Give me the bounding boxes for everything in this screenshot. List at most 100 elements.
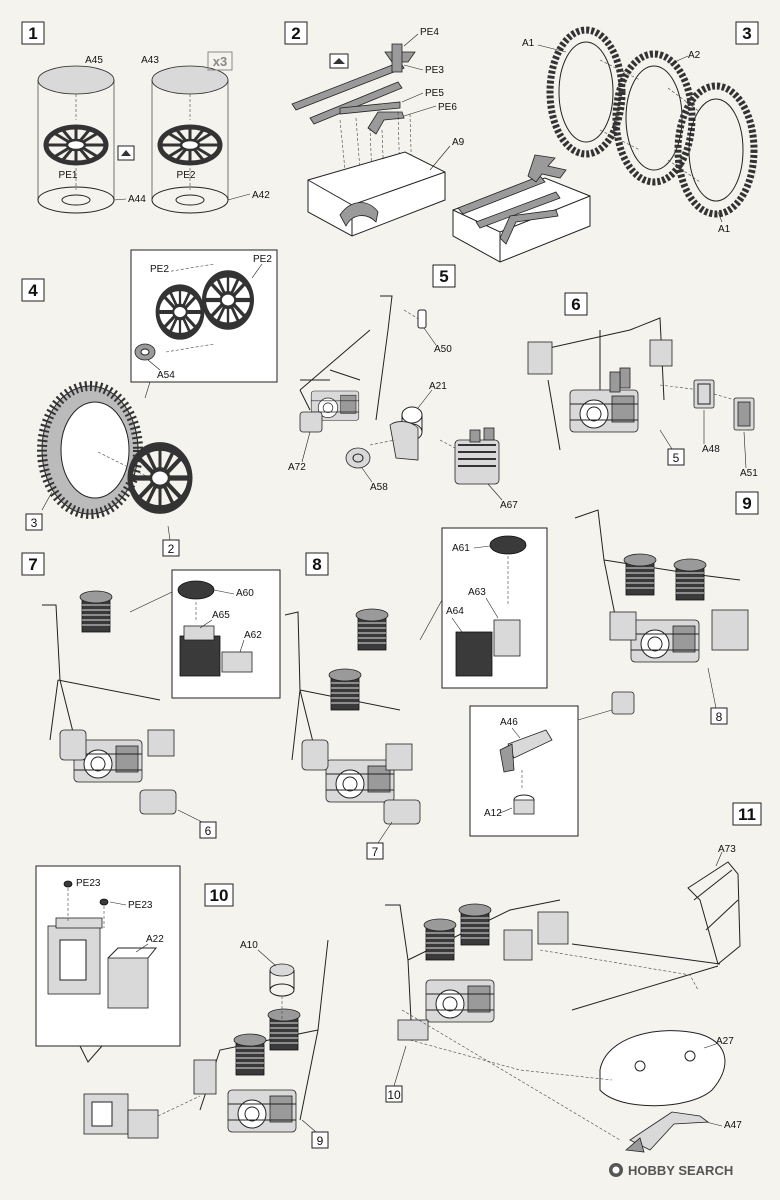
label-PE2-b: PE2 <box>253 254 272 265</box>
step-11-number: 11 <box>738 805 756 824</box>
label-A1-top: A1 <box>522 38 535 49</box>
primary-cover-A27 <box>599 1030 726 1107</box>
label-A63: A63 <box>468 587 486 598</box>
label-A22: A22 <box>146 934 164 945</box>
rear-frame-A73 <box>687 861 741 965</box>
label-A51: A51 <box>740 468 758 479</box>
label-PE4: PE4 <box>420 27 439 38</box>
label-A50: A50 <box>434 344 452 355</box>
label-PE6: PE6 <box>438 102 457 113</box>
step-6: 6 5 A48 A51 <box>527 292 758 479</box>
battery-box <box>47 917 103 995</box>
battery-detail-callout: PE23 PE23 A22 <box>35 865 181 1063</box>
step-3: 3 A1 A2 A1 <box>522 21 759 235</box>
label-A1-bottom: A1 <box>718 224 731 235</box>
wheel-jig-2 <box>151 65 229 214</box>
step-9: 9 8 A46 A12 <box>469 491 759 837</box>
tire-ring-A1-front <box>546 26 626 158</box>
part-A58 <box>345 447 371 469</box>
step-5: 5 A50 A21 A72 A58 A67 <box>288 264 518 511</box>
part-A62 <box>179 635 253 677</box>
cylinder-detail-callout: A60 A65 A62 <box>129 569 281 699</box>
label-A48: A48 <box>702 444 720 455</box>
step-7: 7 A60 A65 A62 6 <box>21 552 281 839</box>
step-5-number: 5 <box>439 267 448 286</box>
wheel-jig-1 <box>37 65 115 214</box>
label-A44: A44 <box>128 194 146 205</box>
label-A54: A54 <box>157 370 175 381</box>
part-A10 <box>269 963 295 997</box>
label-A43: A43 <box>141 55 159 66</box>
step-6-number: 6 <box>571 295 580 314</box>
label-A10: A10 <box>240 940 258 951</box>
step-3-number: 3 <box>742 24 751 43</box>
label-A72: A72 <box>288 462 306 473</box>
label-A2: A2 <box>688 50 701 61</box>
step-2-number: 2 <box>291 24 300 43</box>
tire-ring-A2 <box>612 50 696 186</box>
step-10: 10 PE23 PE23 A22 <box>35 865 329 1149</box>
part-A64 <box>455 631 493 677</box>
label-A61: A61 <box>452 543 470 554</box>
label-A45: A45 <box>85 55 103 66</box>
part-A61 <box>489 535 527 555</box>
label-PE23-b: PE23 <box>128 900 153 911</box>
quantity-badge: x3 <box>207 51 233 71</box>
footrest-A47 <box>625 1111 710 1153</box>
step-4-number: 4 <box>28 281 38 300</box>
frame-engine-assembly <box>527 317 673 451</box>
step-4: 4 PE2 PE2 A54 3 2 <box>21 249 278 557</box>
step-10-number: 10 <box>210 886 229 905</box>
wheel-detail-callout: PE2 PE2 A54 <box>130 249 278 383</box>
tire-assembly <box>37 381 190 519</box>
frame-engine-assembly <box>385 899 569 1041</box>
label-A21: A21 <box>429 381 447 392</box>
arrow-up-icon <box>117 145 135 161</box>
part-A12 <box>513 794 535 815</box>
ref-step-6: 6 <box>205 824 212 838</box>
ref-step-10: 10 <box>387 1088 401 1102</box>
frame-and-crankcase <box>299 295 393 433</box>
ref-step-3: 3 <box>31 516 38 530</box>
step-2: 2 PE4 PE3 PE5 PE6 A9 <box>284 21 591 263</box>
quantity-label: x3 <box>213 54 227 69</box>
frame-engine-assembly <box>284 608 421 825</box>
label-PE3: PE3 <box>425 65 444 76</box>
label-A27: A27 <box>716 1036 734 1047</box>
jig-block-A9 <box>307 151 446 237</box>
label-A73: A73 <box>718 844 736 855</box>
cylinder-detail-callout: A61 A63 A64 <box>419 527 548 689</box>
step-9-number: 9 <box>742 494 751 513</box>
label-A64: A64 <box>446 606 464 617</box>
ref-step-7: 7 <box>372 845 379 859</box>
step-1-number: 1 <box>28 24 37 43</box>
step-11: 11 A73 A27 A47 1 <box>385 802 762 1153</box>
label-A42: A42 <box>252 190 270 201</box>
part-A12-mounted <box>611 691 635 715</box>
label-A60: A60 <box>236 588 254 599</box>
label-PE23-a: PE23 <box>76 878 101 889</box>
jig-block-assembled <box>452 154 591 263</box>
label-PE2: PE2 <box>177 170 196 181</box>
part-A22 <box>107 947 158 1009</box>
label-A58: A58 <box>370 482 388 493</box>
watermark: HOBBY SEARCH <box>609 1163 733 1178</box>
ref-step-5: 5 <box>673 451 680 465</box>
step-8-number: 8 <box>312 555 321 574</box>
hub-A54 <box>134 343 156 361</box>
frame-engine-assembly <box>193 939 329 1133</box>
arrow-up-icon <box>329 53 349 69</box>
label-A65: A65 <box>212 610 230 621</box>
ref-step-2: 2 <box>168 542 175 556</box>
label-A67: A67 <box>500 500 518 511</box>
battery-box-small <box>83 1093 159 1139</box>
label-A62: A62 <box>244 630 262 641</box>
label-A46: A46 <box>500 717 518 728</box>
part-A60 <box>177 580 215 600</box>
part-A51 <box>733 397 755 431</box>
label-A12: A12 <box>484 808 502 819</box>
label-PE2-a: PE2 <box>150 264 169 275</box>
step-8: 8 A61 A63 A64 7 <box>284 527 548 860</box>
label-PE1: PE1 <box>59 170 78 181</box>
